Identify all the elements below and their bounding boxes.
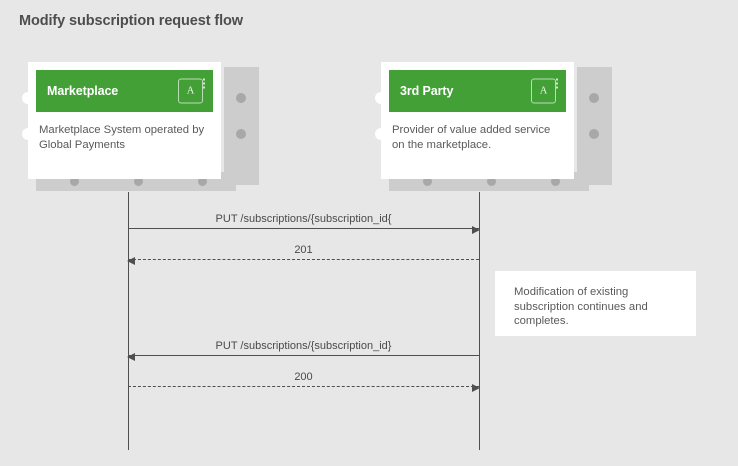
badge-pin-icon: [556, 86, 558, 89]
handle-dot-icon[interactable]: [487, 177, 496, 186]
handle-dot-icon[interactable]: [70, 177, 79, 186]
handle-dot-icon[interactable]: [423, 177, 432, 186]
arrowhead-left-icon: [127, 352, 135, 361]
badge-pin-icon: [556, 82, 558, 85]
resize-handle-strip-right[interactable]: [224, 67, 259, 185]
message-arrow[interactable]: 200: [128, 363, 480, 392]
participant-description: Provider of value added service on the m…: [392, 124, 551, 151]
handle-dot-icon[interactable]: [198, 177, 207, 186]
arrowhead-left-icon: [127, 256, 135, 265]
handle-dot-icon[interactable]: [551, 177, 560, 186]
message-line: [128, 259, 479, 260]
lifeline-third-party: [479, 192, 480, 450]
message-label: PUT /subscriptions/{subscription_id{: [215, 213, 392, 225]
arrowhead-right-icon: [472, 225, 480, 234]
message-line: [128, 386, 479, 387]
resize-handle-strip-right[interactable]: [577, 67, 612, 185]
actor-badge-letter: A: [178, 78, 203, 104]
page-title: Modify subscription request flow: [19, 13, 243, 29]
participant-header: Marketplace A: [36, 70, 213, 112]
actor-badge-icon: A: [178, 78, 205, 104]
connector-notch-icon[interactable]: [22, 128, 34, 140]
connector-notch-icon[interactable]: [22, 92, 34, 104]
message-label: 201: [294, 244, 313, 256]
message-arrow[interactable]: PUT /subscriptions/{subscription_id}: [127, 332, 479, 361]
participant-description: Marketplace System operated by Global Pa…: [39, 124, 205, 151]
connector-notch-icon[interactable]: [375, 92, 387, 104]
handle-dot-icon[interactable]: [236, 93, 246, 103]
handle-dot-icon[interactable]: [589, 93, 599, 103]
note-box[interactable]: Modification of existing subscription co…: [495, 271, 696, 336]
participant-header: 3rd Party A: [389, 70, 566, 112]
connector-notch-icon[interactable]: [375, 128, 387, 140]
message-line: [128, 355, 479, 356]
badge-pin-icon: [203, 82, 205, 85]
badge-pin-icon: [556, 78, 558, 81]
actor-badge-icon: A: [531, 78, 558, 104]
participant-name: Marketplace: [47, 84, 119, 98]
badge-pin-icon: [203, 78, 205, 81]
handle-dot-icon[interactable]: [236, 129, 246, 139]
message-arrow[interactable]: 201: [127, 236, 479, 265]
handle-dot-icon[interactable]: [589, 129, 599, 139]
lifeline-marketplace: [128, 192, 129, 450]
handle-dot-icon[interactable]: [134, 177, 143, 186]
arrowhead-right-icon: [472, 383, 480, 392]
badge-pin-icon: [203, 86, 205, 89]
message-line: [128, 228, 479, 229]
participant-card[interactable]: 3rd Party A Provider of value added serv…: [375, 62, 574, 179]
actor-badge-letter: A: [531, 78, 556, 104]
message-label: 200: [294, 371, 313, 383]
message-label: PUT /subscriptions/{subscription_id}: [215, 340, 392, 352]
message-arrow[interactable]: PUT /subscriptions/{subscription_id{: [128, 205, 480, 234]
participant-card[interactable]: Marketplace A Marketplace System operate…: [22, 62, 221, 179]
participant-name: 3rd Party: [400, 84, 454, 98]
